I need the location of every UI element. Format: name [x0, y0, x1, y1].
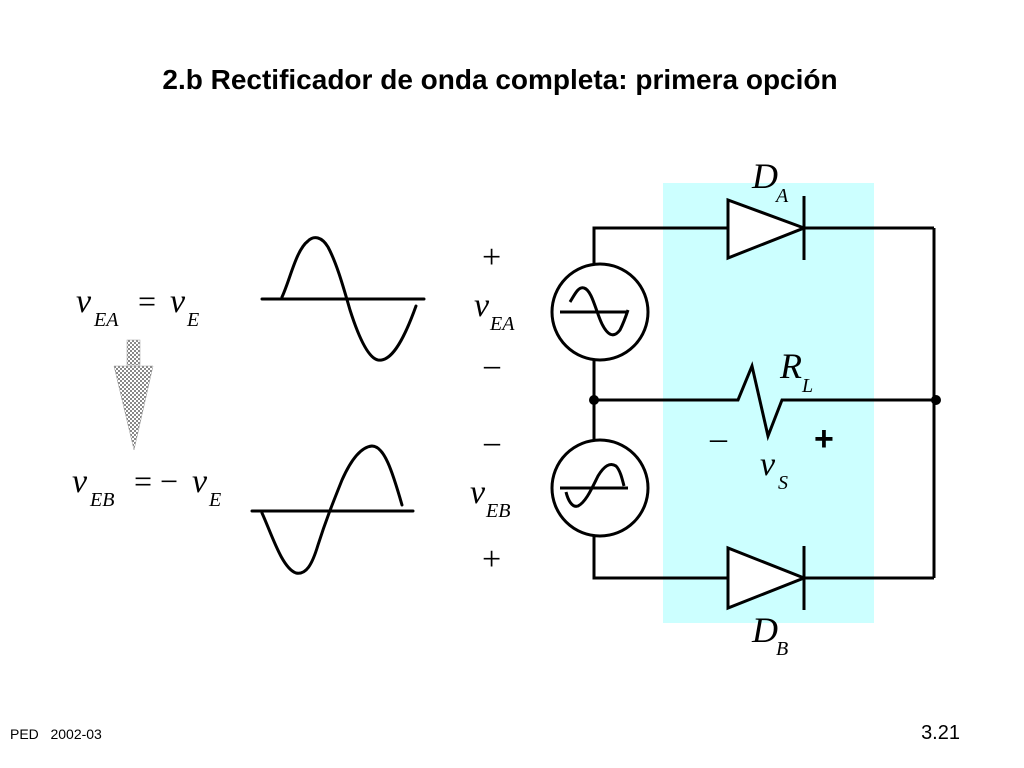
- waveform-vea: [260, 236, 426, 362]
- svg-text:v: v: [76, 283, 92, 320]
- junction-dot-left: [589, 395, 599, 405]
- svg-text:B: B: [776, 638, 788, 660]
- svg-text:EA: EA: [489, 313, 515, 335]
- source-b-label: v EB: [470, 474, 510, 522]
- svg-text:= −: = −: [134, 463, 178, 499]
- svg-text:D: D: [751, 156, 778, 196]
- diode-b-label: D B: [751, 610, 788, 660]
- source-b-plus: +: [482, 541, 501, 578]
- svg-text:v: v: [72, 463, 88, 500]
- diode-b: [726, 545, 809, 611]
- svg-text:EB: EB: [89, 489, 114, 511]
- ac-source-b: [550, 438, 650, 538]
- source-b-minus: –: [483, 423, 501, 459]
- source-a-plus: +: [482, 239, 501, 276]
- junction-dot-right: [931, 395, 941, 405]
- output-label: v S: [760, 446, 788, 494]
- highlight-band: [663, 183, 874, 623]
- svg-text:L: L: [801, 375, 813, 397]
- footer-course: PED 2002-03: [10, 726, 102, 742]
- svg-text:S: S: [778, 472, 788, 494]
- svg-text:v: v: [192, 463, 208, 500]
- equation-vea: v EA = v E: [76, 283, 199, 331]
- source-a-label: v EA: [474, 287, 515, 335]
- svg-text:EB: EB: [485, 500, 510, 522]
- svg-text:A: A: [774, 185, 789, 207]
- waveform-veb: [250, 444, 415, 575]
- down-arrow-icon: [113, 339, 154, 451]
- svg-text:E: E: [186, 309, 199, 331]
- svg-text:v: v: [470, 474, 486, 511]
- slide-title: 2.b Rectificador de onda completa: prime…: [162, 64, 838, 95]
- svg-text:v: v: [474, 287, 490, 324]
- svg-text:EA: EA: [93, 309, 119, 331]
- diode-a-label: D A: [751, 156, 789, 207]
- diode-a: [726, 196, 809, 261]
- resistor-rl: [594, 361, 934, 442]
- svg-text:D: D: [751, 610, 778, 650]
- equation-veb: v EB = − v E: [72, 463, 221, 511]
- output-minus: –: [709, 420, 728, 457]
- ac-source-a: [550, 262, 650, 362]
- svg-text:R: R: [779, 346, 802, 386]
- output-plus: +: [814, 420, 834, 458]
- svg-text:v: v: [760, 446, 776, 483]
- source-a-minus: –: [483, 346, 501, 382]
- page-number: 3.21: [921, 722, 960, 744]
- resistor-label: R L: [779, 346, 813, 397]
- svg-text:=: =: [138, 283, 156, 319]
- svg-text:v: v: [170, 283, 186, 320]
- svg-text:E: E: [208, 489, 221, 511]
